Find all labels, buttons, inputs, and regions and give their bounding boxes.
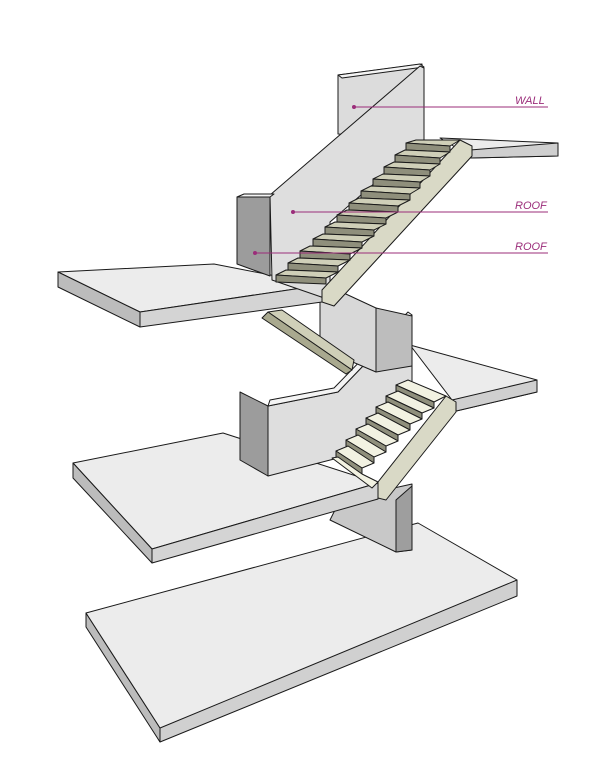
lower-stair-flight xyxy=(331,379,457,501)
wall-label: WALL xyxy=(515,95,545,107)
upper-stringer-beam xyxy=(261,309,355,375)
roof-upper-label: ROOF xyxy=(515,200,548,212)
callout-roof-lower: ROOF xyxy=(253,241,548,255)
callout-roof-upper: ROOF xyxy=(291,200,548,214)
roof-lower-label: ROOF xyxy=(515,241,548,253)
upper-left-landing xyxy=(57,263,323,328)
lower-stair-steps xyxy=(331,379,447,489)
callout-wall: WALL xyxy=(352,95,548,109)
ground-slab xyxy=(85,522,518,743)
upper-wall xyxy=(236,63,425,301)
middle-right-landing xyxy=(409,344,538,413)
